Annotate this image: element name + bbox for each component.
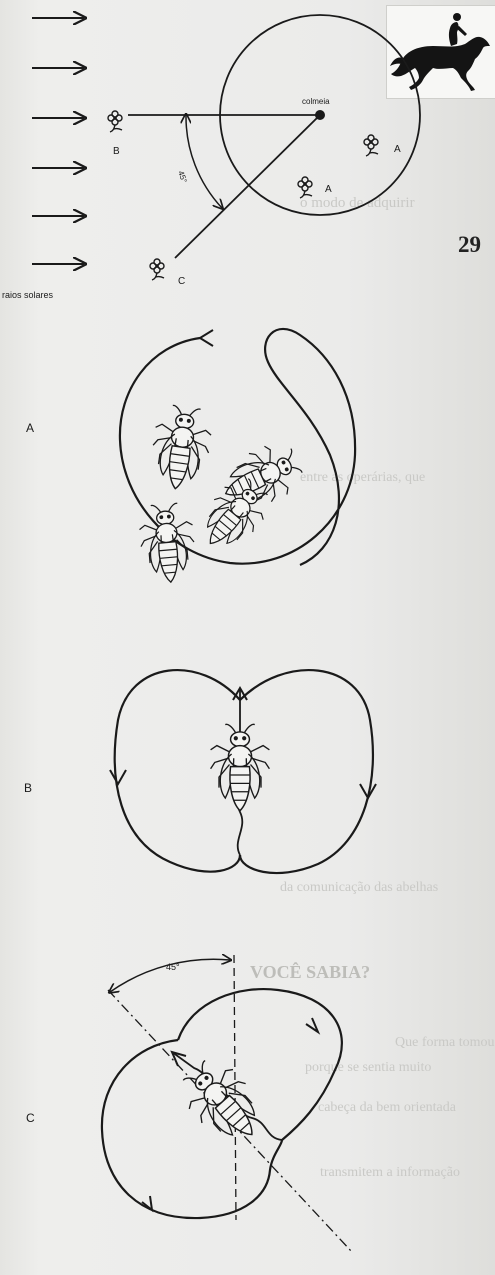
flower-b-label: B — [113, 146, 120, 157]
sun-rays — [32, 18, 84, 264]
dance-a-label: A — [26, 421, 34, 435]
line-to-flower-c — [175, 115, 320, 258]
dance-c-angle-label: 45° — [166, 962, 180, 972]
dance-b-label: B — [24, 781, 32, 795]
dance-a-arrow — [200, 330, 213, 346]
flower-b-icon — [108, 111, 122, 132]
waggle-bee-icon — [211, 724, 270, 810]
flower-c-icon — [150, 259, 164, 280]
flower-a-inside-icon — [298, 177, 312, 198]
follower-bee-icon — [214, 437, 307, 518]
dance-b-right-loop — [240, 670, 373, 873]
flower-a-edge-icon — [364, 135, 378, 156]
angle-label: 45° — [176, 170, 189, 184]
vertical-reference-line — [234, 955, 236, 1220]
angled-waggle-bee-icon — [172, 1051, 273, 1155]
flower-c-label: C — [178, 276, 185, 287]
dancing-bee-icon — [148, 403, 215, 492]
angle-arc — [186, 115, 222, 208]
dance-c-upper-arrow — [306, 1018, 318, 1032]
sun-rays-label: raios solares — [2, 290, 54, 300]
dance-b-left-arrow — [110, 770, 126, 784]
hive-label: colmeia — [302, 97, 330, 106]
dance-c-label: C — [26, 1111, 35, 1125]
flower-a-edge-label: A — [394, 144, 401, 155]
flower-a-inside-label: A — [325, 184, 332, 195]
dance-c-waggle — [172, 1052, 282, 1140]
